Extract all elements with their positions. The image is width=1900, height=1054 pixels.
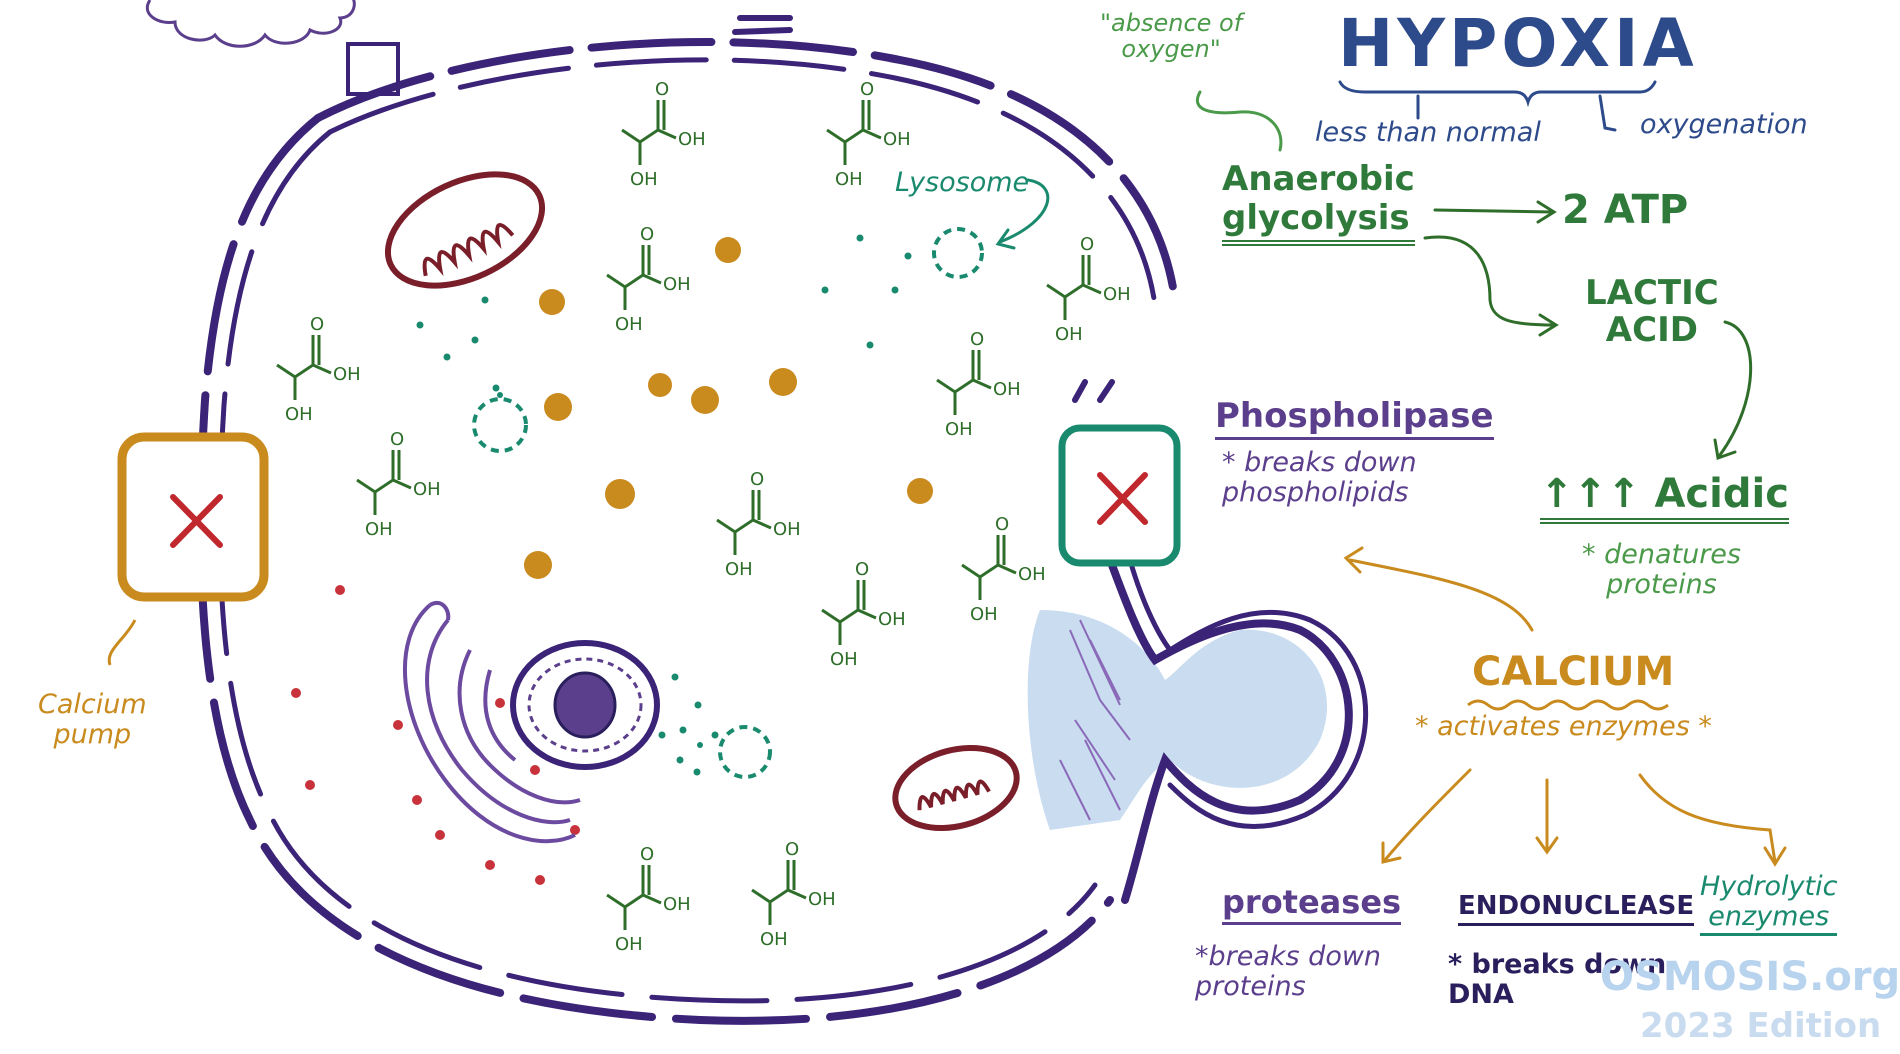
acidic-label: ↑↑↑ Acidic [1540,472,1789,524]
breaks-down-phospholipids-label: * breaks down phospholipids [1222,447,1417,508]
lysosome-label: Lysosome [895,167,1030,198]
lactate-oh-label: OH [333,364,361,385]
lactate-molecule: O OH OH [621,79,706,190]
hypoxia-title: HYPOXIA [1338,5,1698,82]
lactate-o-label: O [640,224,654,245]
lactate-oh-label: OH [413,479,441,500]
teal-pump-box [1058,424,1181,567]
calcium-label: CALCIUM [1472,649,1675,695]
cell-membrane [196,38,1179,1025]
lactate-molecule: O OH OH [606,224,691,335]
oxygenation-label: oxygenation [1640,109,1808,140]
lactate-oh-label: OH [1055,324,1083,345]
calcium-pump-box [117,432,269,602]
denatures-proteins-label: * denatures proteins [1582,539,1741,600]
lactate-oh-label: OH [365,519,393,540]
lactate-molecule: O OH OH [1046,234,1131,345]
lactate-molecule: O OH OH [751,839,836,950]
lysosome-vesicles [472,227,984,779]
lactate-molecule: O OH OH [826,79,911,190]
lactate-oh-label: OH [678,129,706,150]
membrane-channel-stubs [732,15,1115,403]
calcium-pump-connector [107,619,137,666]
atp-label: 2 ATP [1562,187,1689,233]
lactate-oh-label: OH [760,929,788,950]
watermark-edition: 2023 Edition [1640,1006,1882,1046]
calcium-wavy-underline [1467,699,1669,711]
lactate-oh-label: OH [835,169,863,190]
lactate-o-label: O [860,79,874,100]
lactate-oh-label: OH [1103,284,1131,305]
lactate-oh-label: OH [615,314,643,335]
lactate-molecule: O OH OH [936,329,1021,440]
endonuclease-description: * breaks down DNA [1448,949,1667,1010]
lactate-o-label: O [310,314,324,335]
cross-mark-icon [170,494,223,548]
membrane-bleb [1027,557,1369,904]
lactate-molecule: O OH OH [606,844,691,955]
teal-dots [416,234,912,776]
lactate-molecule: O OH OH [821,559,906,670]
lactate-o-label: O [785,839,799,860]
lactate-oh-label: OH [970,604,998,625]
activates-enzymes-label: * activates enzymes * [1415,711,1712,742]
lactate-o-label: O [390,429,404,450]
lactate-o-label: O [1080,234,1094,255]
lactate-molecule: O OH OH [961,514,1046,625]
flow-arrows [995,80,1787,867]
anaerobic-glycolysis-label: Anaerobic glycolysis [1222,159,1415,247]
lactate-o-label: O [995,514,1009,535]
cloud-drawing [146,0,356,48]
lactate-o-label: O [855,559,869,580]
nucleus [510,640,660,770]
phospholipase-label: Phospholipase [1215,397,1494,441]
hydrolytic-enzymes-label: Hydrolytic enzymes [1700,872,1838,937]
watermark-brand: OSMOSIS.org [1600,954,1900,1000]
lactate-oh-label: OH [993,379,1021,400]
lactate-oh-label: OH [285,404,313,425]
lactate-oh-label: OH [663,894,691,915]
lactate-molecule: O OH OH [356,429,441,540]
lactate-o-label: O [750,469,764,490]
lactate-oh-label: OH [615,934,643,955]
cross-mark-icon [1097,472,1148,525]
lactate-oh-label: OH [878,609,906,630]
lactate-molecule: O OH OH [276,314,361,425]
ribosome-dots [291,585,580,885]
mitochondrion-bottom [892,744,1020,832]
lactate-molecule: O OH OH [716,469,801,580]
lactate-oh-label: OH [883,129,911,150]
lactate-oh-label: OH [1018,564,1046,585]
lactate-o-label: O [655,79,669,100]
lactate-oh-label: OH [725,559,753,580]
lactate-oh-label: OH [830,649,858,670]
lactate-oh-label: OH [663,274,691,295]
calcium-pump-label: Calcium pump [38,689,147,750]
lactic-acid-label: LACTIC ACID [1585,273,1719,351]
proteases-description: *breaks down proteins [1195,941,1382,1002]
mitochondrion-top [384,171,546,289]
proteases-label: proteases [1222,884,1402,926]
less-than-normal-label: less than normal [1315,117,1541,148]
lactate-oh-label: OH [630,169,658,190]
lactate-oh-label: OH [945,419,973,440]
endonuclease-label: ENDONUCLEASE [1458,892,1695,926]
golgi-apparatus [403,600,581,844]
lactate-molecules: O OH OH O OH OH O OH OH O OH OH O OH OH O OH OH O OH OH O OH OH… [276,79,1131,955]
lactate-o-label: O [970,329,984,350]
lactate-oh-label: OH [773,519,801,540]
absence-of-oxygen-label: "absence of oxygen" [1100,9,1243,64]
lactate-o-label: O [640,844,654,865]
lactate-oh-label: OH [808,889,836,910]
calcium-dots [524,237,933,579]
